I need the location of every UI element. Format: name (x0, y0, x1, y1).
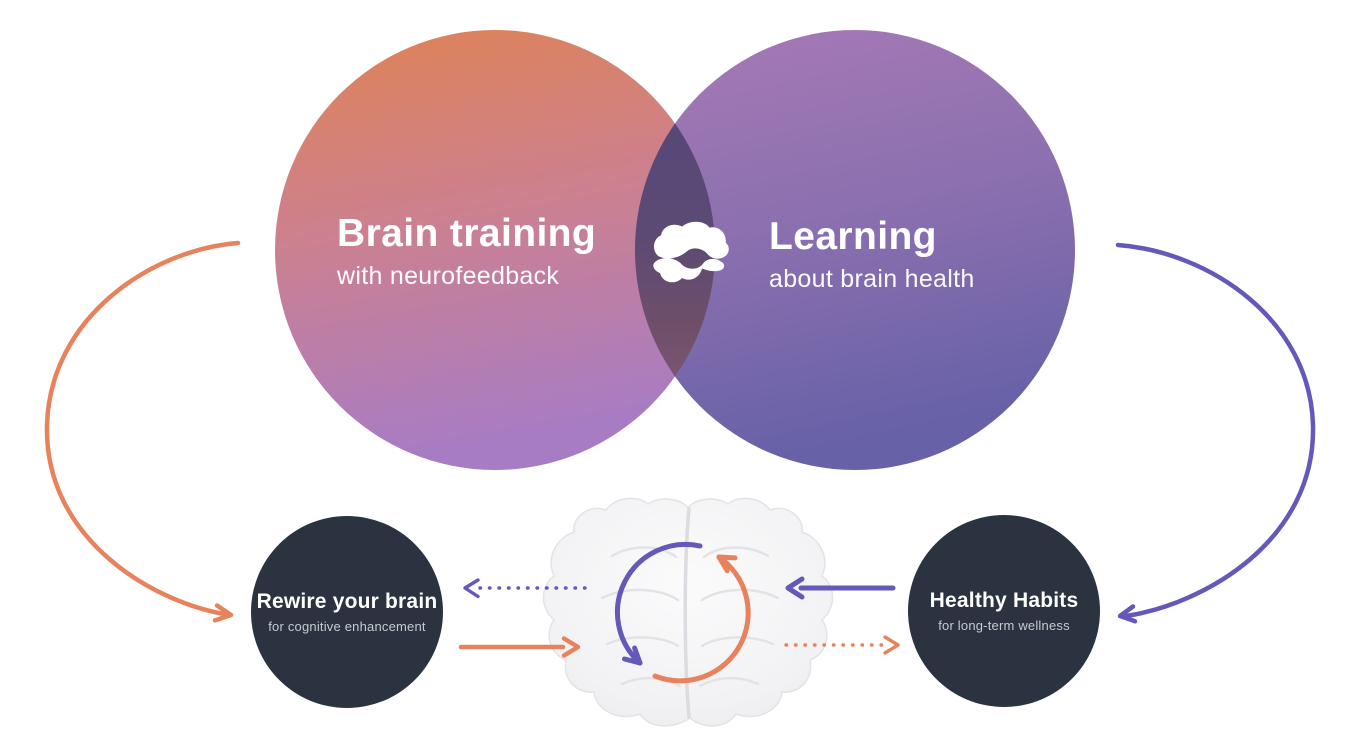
venn-right-subtitle: about brain health (769, 264, 975, 293)
venn-label-brain-training: Brain training with neurofeedback (337, 212, 597, 291)
solid-arrow-right-node-to-brain (785, 576, 896, 600)
dotted-arrow-brain-to-left-node (463, 578, 587, 599)
cycle-arc-orange (652, 554, 751, 684)
curved-arrow-right-purple (1115, 242, 1316, 624)
brain-fold-lines (600, 546, 780, 688)
node-rewire-your-brain: Rewire your brain for cognitive enhancem… (251, 516, 443, 708)
venn-left-subtitle: with neurofeedback (337, 261, 560, 290)
node-left-subtitle: for cognitive enhancement (268, 619, 426, 634)
brain-cloud-logo-icon (653, 221, 729, 283)
node-right-title: Healthy Habits (929, 589, 1079, 612)
brain-illustration-icon (542, 497, 834, 727)
venn-left-title: Brain training (337, 212, 597, 255)
node-right-subtitle: for long-term wellness (938, 618, 1070, 633)
venn-circle-learning (635, 30, 1075, 470)
node-healthy-habits: Healthy Habits for long-term wellness (908, 515, 1100, 707)
brain-central-fissure (683, 507, 691, 719)
node-left-title: Rewire your brain (256, 590, 438, 613)
solid-arrow-left-node-to-brain (458, 636, 581, 658)
cycle-arc-purple (614, 541, 703, 666)
venn-right-title: Learning (769, 215, 937, 258)
venn-label-learning: Learning about brain health (769, 215, 975, 294)
venn-circle-brain-training (275, 30, 715, 470)
dotted-arrow-brain-to-right-node (784, 635, 900, 655)
curved-arrow-left-orange (44, 240, 241, 623)
